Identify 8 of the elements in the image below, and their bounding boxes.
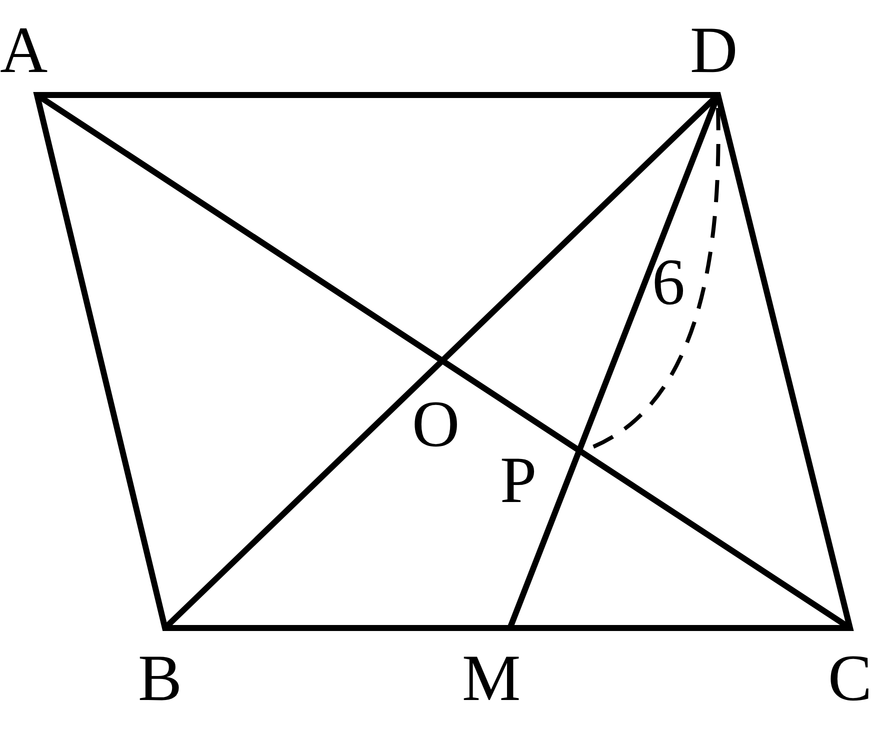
dimension-label: 6 — [652, 250, 685, 316]
vertex-label: A — [0, 18, 48, 84]
vertex-label: C — [828, 646, 872, 712]
point-label: P — [500, 448, 537, 514]
point-label: O — [412, 392, 460, 458]
vertex-label: B — [138, 646, 182, 712]
vertex-label: D — [690, 18, 738, 84]
vertex-label: M — [462, 646, 521, 712]
